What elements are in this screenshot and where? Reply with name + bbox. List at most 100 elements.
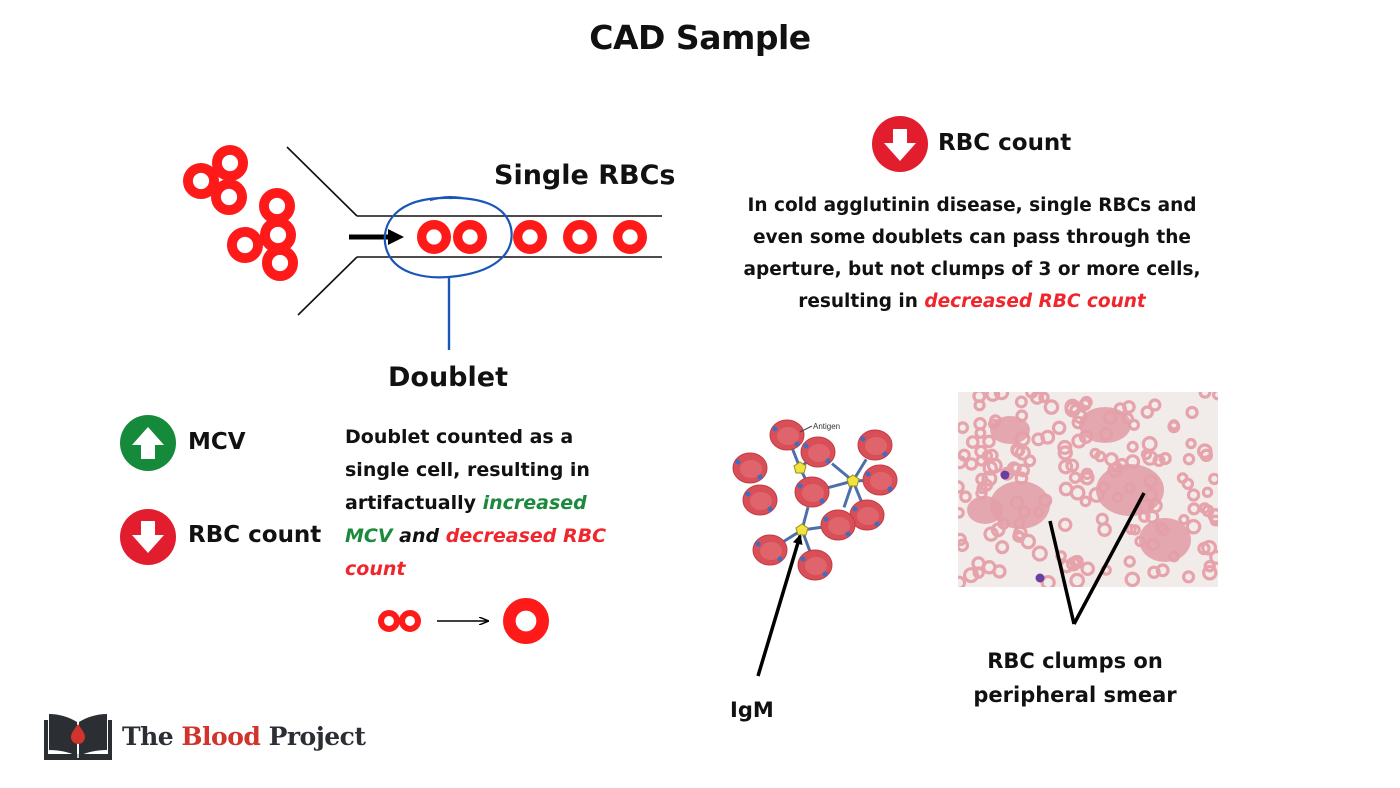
smear-rbc [1167, 420, 1181, 434]
rbc-center [750, 492, 772, 510]
smear-rbc [1069, 484, 1086, 501]
smear-rbc [1079, 495, 1092, 508]
doublet-rbc [452, 220, 487, 255]
antigen-dot [755, 541, 761, 547]
smear-rbc [1064, 398, 1081, 415]
antigen-dot [865, 471, 871, 477]
smear-caption: RBC clumps on peripheral smear [973, 649, 1177, 707]
smear-rbc [1058, 459, 1074, 475]
channel-rbcs [416, 220, 647, 255]
smear-rbc [1185, 405, 1199, 420]
rbc-count-indicator-label: RBC count [188, 522, 322, 548]
smear-rbc [995, 540, 1010, 555]
rbc-center [857, 507, 879, 525]
smear-rbc [1068, 471, 1082, 484]
logo-text-blood: Blood [181, 722, 261, 751]
right-indicator-label: RBC count [938, 130, 1072, 156]
funnel-bottom-line [297, 256, 358, 316]
right-rbc-down-icon [872, 116, 928, 172]
antigen-dot [819, 498, 825, 504]
single-rbcs-label: Single RBCs [494, 160, 676, 191]
igm-agglutination-illustration: Antigen [732, 419, 898, 581]
antigen-dot [845, 531, 851, 537]
smear-rbc [992, 564, 1007, 579]
smear-rbc [1148, 398, 1162, 412]
small-doublet-rbc [377, 610, 400, 633]
antigen-dot [823, 516, 829, 522]
smear-rbc [959, 490, 972, 503]
single-rbc [612, 220, 647, 255]
igm-label: IgM [730, 698, 774, 722]
smear-rbc [1014, 395, 1028, 409]
igm-pointer-arrow [756, 534, 803, 677]
smear-rbc [1071, 433, 1087, 449]
smear-rbc [985, 392, 1001, 402]
smear-rbc [983, 526, 999, 542]
smear-rbc [1031, 432, 1046, 447]
doublet-explanation-text: Doublet counted as a single cell, result… [345, 421, 615, 586]
antigen-dot [822, 571, 828, 577]
rbc-center [802, 484, 824, 502]
clumped-rbc [259, 187, 296, 224]
smear-rbc [1025, 392, 1039, 399]
smear-rbc [962, 567, 980, 584]
clumped-rbc [260, 216, 297, 253]
mcv-up-icon [120, 415, 176, 471]
smear-rbc-clump [1139, 518, 1191, 562]
smear-rbc [1123, 555, 1136, 568]
smear-rbc [1201, 486, 1214, 499]
flow-arrow-icon [349, 229, 404, 245]
smear-rbc [1069, 572, 1086, 587]
smear-rbc [1140, 448, 1153, 461]
rbc-clumps [182, 144, 299, 281]
antigen-dot [794, 441, 800, 447]
doublet-to-single-illustration [377, 598, 550, 645]
smear-rbc [1186, 488, 1201, 502]
smear-rbc [1065, 458, 1080, 473]
doublet-highlight-circle [383, 196, 513, 350]
clumps-pointer-lines [1048, 492, 1146, 625]
antigen-pointer [799, 425, 813, 433]
logo-wordmark: The Blood Project [122, 722, 366, 751]
smear-leukocyte [1035, 573, 1045, 583]
antigen-dot [745, 491, 751, 497]
smear-rbc [1057, 439, 1073, 456]
doublet-rbc [416, 220, 451, 255]
smear-rbc [973, 399, 986, 412]
antigen-dot [803, 443, 809, 449]
book-logo-icon [44, 714, 112, 760]
doublet-explanation-and: and [392, 525, 446, 547]
rbc-center [740, 460, 762, 478]
smear-rbc [1182, 452, 1196, 466]
clumped-rbc [226, 226, 263, 263]
antigen-dot [852, 506, 858, 512]
clumped-rbc [182, 162, 219, 199]
single-rbc [562, 220, 597, 255]
page-title: CAD Sample [589, 18, 811, 57]
antigen-dot [757, 474, 763, 480]
smear-rbc [1089, 447, 1101, 460]
smear-rbc [1198, 502, 1211, 515]
smear-rbc [1010, 462, 1022, 474]
smear-rbc [1211, 392, 1218, 401]
smear-rbc [1125, 523, 1137, 536]
igm-pentamer-hub [795, 523, 809, 536]
smear-rbc [1202, 564, 1218, 581]
smear-rbc [1158, 451, 1172, 466]
doublet-explanation-part1: Doublet counted as a single cell, result… [345, 426, 590, 514]
smear-rbc [1208, 472, 1218, 486]
doublet-explanation-decreased-rbc: decreased RBC count [345, 525, 607, 580]
smear-rbc-clump [990, 416, 1030, 444]
rbc-center [777, 427, 799, 445]
smear-rbc [1057, 517, 1073, 533]
antigen-dot [887, 486, 893, 492]
smear-rbc [993, 392, 1010, 401]
igm-pentamer-hub [846, 474, 860, 487]
mcv-indicator-label: MCV [188, 429, 246, 455]
smear-rbc [1043, 399, 1060, 415]
antigen-dot [777, 556, 783, 562]
smear-rbc [984, 448, 999, 463]
smear-rbc-clump [967, 496, 1003, 524]
smear-rbc [1182, 570, 1196, 584]
